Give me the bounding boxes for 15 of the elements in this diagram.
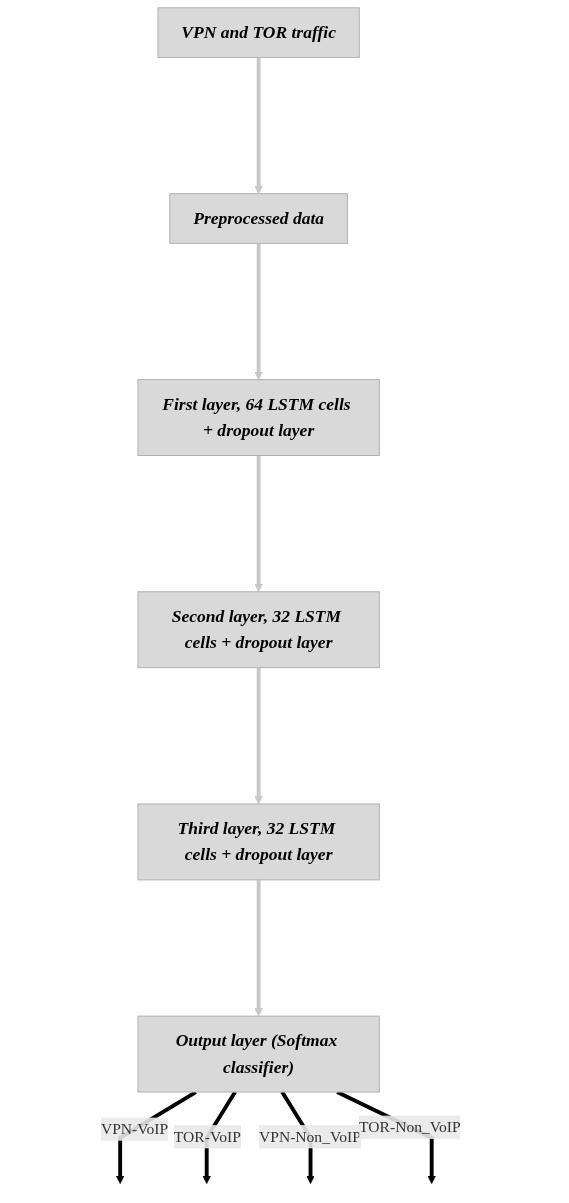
edge-label: VPN-VoIP <box>100 1120 169 1137</box>
node-box: VPN and TOR traffic <box>157 7 360 58</box>
edge-label: TOR-VoIP <box>173 1128 241 1145</box>
arrow <box>254 879 263 1017</box>
edge-label: TOR-Non_VoIP <box>359 1118 461 1136</box>
arrow <box>254 455 263 593</box>
arrow <box>254 667 263 805</box>
arrow <box>254 243 263 380</box>
node-box: Third layer, 32 LSTM cells + dropout layer <box>137 803 380 881</box>
arrow <box>254 57 263 195</box>
node-box: Second layer, 32 LSTM cells + dropout layer <box>137 591 380 669</box>
node-box: Output layer (Softmax classifier) <box>137 1015 380 1093</box>
node-box: Preprocessed data <box>169 193 348 244</box>
node-box: First layer, 64 LSTM cells + dropout layer <box>137 379 380 456</box>
edge-label: VPN-Non_VoIP <box>259 1128 361 1145</box>
